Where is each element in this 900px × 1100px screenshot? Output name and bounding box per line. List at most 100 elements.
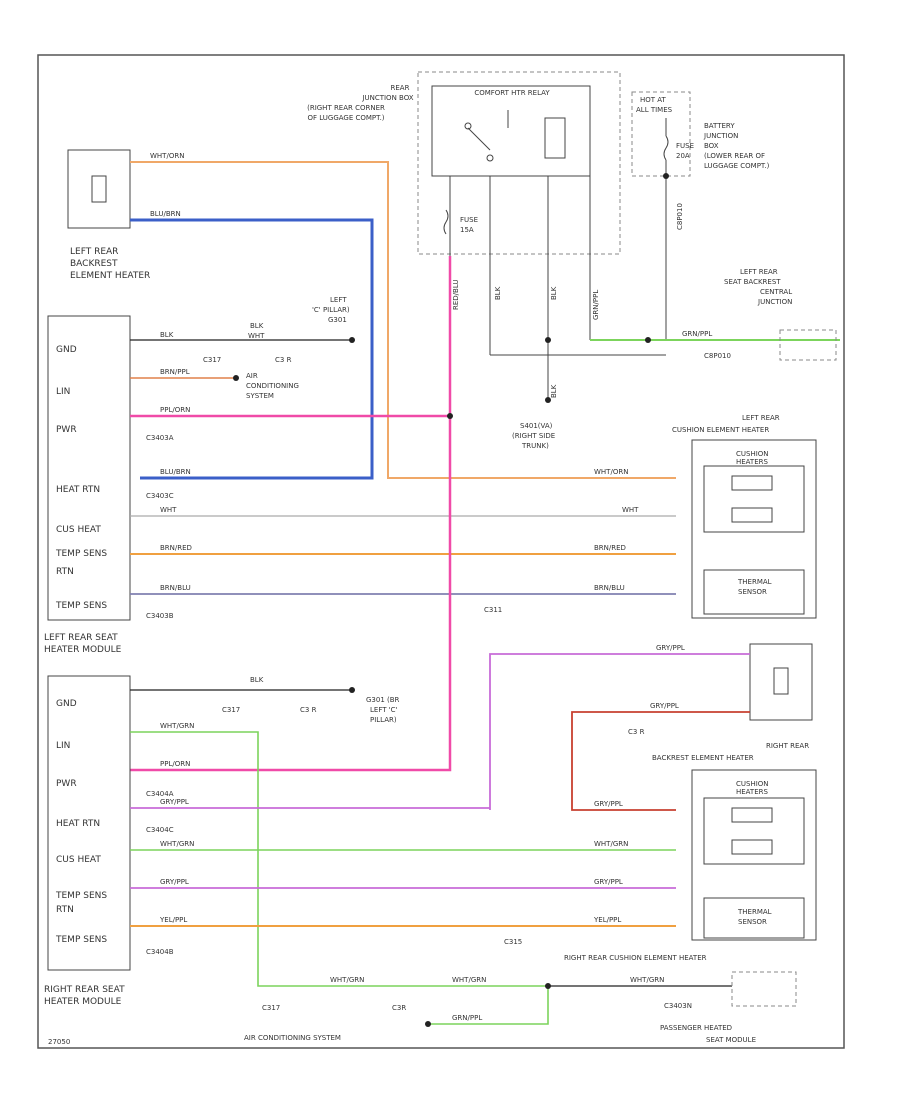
diagram-frame bbox=[37, 54, 845, 1049]
fuse-20a-symbol bbox=[663, 135, 669, 161]
right-cushion-elements bbox=[703, 797, 805, 865]
connector-c311: C311 bbox=[484, 606, 502, 614]
right-pins-pin-2: PWR bbox=[56, 779, 77, 789]
wire-label-grn-ppl: GRN/PPL bbox=[682, 330, 712, 338]
right-pins-pin-5: TEMP SENS bbox=[55, 891, 107, 901]
right-backrest-label-2: BACKREST ELEMENT HEATER bbox=[652, 754, 754, 762]
relay-switch-arm bbox=[467, 127, 491, 151]
wire-label-v-red-blu: RED/BLU bbox=[452, 279, 460, 310]
connector-c3r-top: C3 R bbox=[275, 356, 292, 364]
rear-jb-label-4: OF LUGGAGE COMPT.) bbox=[307, 114, 384, 122]
wire-label-grn-v: GRN/PPL bbox=[452, 1014, 482, 1022]
battery-jb-label-5: LUGGAGE COMPT.) bbox=[704, 162, 770, 170]
left-cushion-element-1 bbox=[731, 475, 773, 491]
right-thermal-sensor bbox=[703, 897, 805, 939]
wire-label-brn-blu: BRN/BLU bbox=[160, 584, 191, 592]
left-c-pillar-label: LEFT bbox=[330, 296, 347, 304]
ac-arrow-top bbox=[233, 375, 239, 381]
wire-label-wht-r: WHT bbox=[622, 506, 639, 514]
left-backrest-central-label-2: SEAT BACKREST bbox=[724, 278, 781, 286]
left-module-label: LEFT REAR SEAT bbox=[44, 633, 118, 643]
left-c-pillar-label-2: 'C' PILLAR) bbox=[312, 306, 350, 314]
wire-label-yel-ppl-r: YEL/PPL bbox=[593, 916, 621, 924]
wire-label-gry-ppl-b-r: GRY/PPL bbox=[594, 878, 623, 886]
right-c-pillar-label-2: LEFT 'C' bbox=[370, 706, 398, 714]
relay-coil bbox=[544, 117, 566, 159]
left-c-pillar-label-3: G301 bbox=[328, 316, 347, 324]
wire-label-gry-ppl-s: GRY/PPL bbox=[594, 800, 623, 808]
right-cushion-element-1 bbox=[731, 807, 773, 823]
left-thermal-label-2: SENSOR bbox=[738, 588, 767, 596]
right-pins-pin-3: HEAT RTN bbox=[56, 819, 100, 829]
wire-label-gry-ppl-b: GRY/PPL bbox=[160, 798, 189, 806]
right-c-pillar-label: G301 (BR bbox=[366, 696, 400, 704]
wire-label-v-blk-r: BLK bbox=[550, 286, 558, 300]
left-cushion-heaters-label: CUSHION bbox=[736, 450, 769, 458]
left-module-label-2: HEATER MODULE bbox=[44, 645, 122, 655]
battery-jb-label: BATTERY bbox=[704, 122, 735, 130]
left-cushion-element-2 bbox=[731, 507, 773, 523]
wire-label-ppl-orn: PPL/ORN bbox=[160, 406, 190, 414]
left-pins-pin-7: TEMP SENS bbox=[55, 601, 107, 611]
left-pins-pin-0: GND bbox=[56, 345, 77, 355]
wire-label-blu-brn-b: BLU/BRN bbox=[160, 468, 191, 476]
splice-s401-label: S401(VA) bbox=[520, 422, 553, 430]
ac-system-top-label: AIR bbox=[246, 372, 258, 380]
wire-label-wht: WHT bbox=[160, 506, 177, 514]
left-cushion-heater-label: LEFT REAR bbox=[742, 414, 780, 422]
wire-blu-brn-top bbox=[130, 218, 374, 480]
fuse-20a-dot bbox=[663, 173, 669, 179]
left-backrest-element bbox=[91, 175, 107, 203]
rear-junction-box-outline bbox=[417, 71, 621, 255]
connector-c3404a: C3404A bbox=[146, 790, 174, 798]
wire-label-gry-ppl-b2: GRY/PPL bbox=[160, 878, 189, 886]
connector-c317-bottom: C317 bbox=[222, 706, 240, 714]
passenger-heated-seat-module bbox=[731, 971, 797, 1007]
wire-wht-grn-lin bbox=[130, 731, 548, 987]
ground-g301-top bbox=[349, 337, 355, 343]
left-pins-pin-6: RTN bbox=[56, 567, 74, 577]
splice-lin bbox=[545, 983, 551, 989]
battery-jb-label-3: BOX bbox=[704, 142, 719, 150]
wire-label-gry-ppl-top: GRY/PPL bbox=[656, 644, 685, 652]
connector-c3403a: C3403A bbox=[146, 434, 174, 442]
wire-label-wht-grn-b2: WHT/GRN bbox=[330, 976, 364, 984]
ac-system-bottom-label: AIR CONDITIONING SYSTEM bbox=[244, 1034, 341, 1042]
left-thermal-label: THERMAL bbox=[737, 578, 772, 586]
rear-jb-label: REAR bbox=[391, 84, 410, 92]
wire-label-wht-orn-r: WHT/ORN bbox=[594, 468, 628, 476]
wire-label-wht-grn-b3: WHT/GRN bbox=[452, 976, 486, 984]
splice-s401-label-2: (RIGHT SIDE bbox=[512, 432, 555, 440]
right-backrest-element bbox=[773, 667, 789, 695]
passenger-module-label-2: SEAT MODULE bbox=[706, 1036, 756, 1044]
right-backrest-heater bbox=[749, 643, 813, 721]
ground-dot bbox=[545, 397, 551, 403]
wire-label-wht-grn-b1: WHT/GRN bbox=[594, 840, 628, 848]
ac-arrow-bottom bbox=[425, 1021, 431, 1027]
right-pins-pin-1: LIN bbox=[56, 741, 70, 751]
left-rear-seat-heater-module bbox=[47, 315, 131, 621]
wire-wht-grn-ac bbox=[430, 986, 549, 1025]
right-pins-pin-0: GND bbox=[56, 699, 77, 709]
left-cushion-heaters-label-2: HEATERS bbox=[736, 458, 768, 466]
wire-label-wht-grn-r: WHT/GRN bbox=[160, 840, 194, 848]
right-rear-seat-heater-module bbox=[47, 675, 131, 971]
connector-c3403c: C3403C bbox=[146, 492, 174, 500]
ac-system-top-label-2: CONDITIONING bbox=[246, 382, 299, 390]
relay-contact-2 bbox=[486, 154, 494, 162]
splice-pwr bbox=[447, 413, 453, 419]
left-backrest-label-3: ELEMENT HEATER bbox=[70, 271, 150, 281]
splice-dot-1 bbox=[545, 337, 551, 343]
wire-gry-ppl-backrest bbox=[489, 653, 750, 810]
wire-gry-ppl-red bbox=[571, 711, 750, 811]
comfort-heater-relay bbox=[431, 85, 591, 177]
connector-c317-b: C317 bbox=[262, 1004, 280, 1012]
right-cushion-heaters-label: CUSHION bbox=[736, 780, 769, 788]
connector-c3404b: C3404B bbox=[146, 948, 174, 956]
left-backrest-heater bbox=[67, 149, 131, 229]
relay-label: COMFORT HTR RELAY bbox=[474, 89, 550, 97]
right-thermal-label: THERMAL bbox=[737, 908, 772, 916]
connector-c3r-r: C3 R bbox=[628, 728, 645, 736]
left-backrest-label-2: BACKREST bbox=[70, 259, 118, 269]
